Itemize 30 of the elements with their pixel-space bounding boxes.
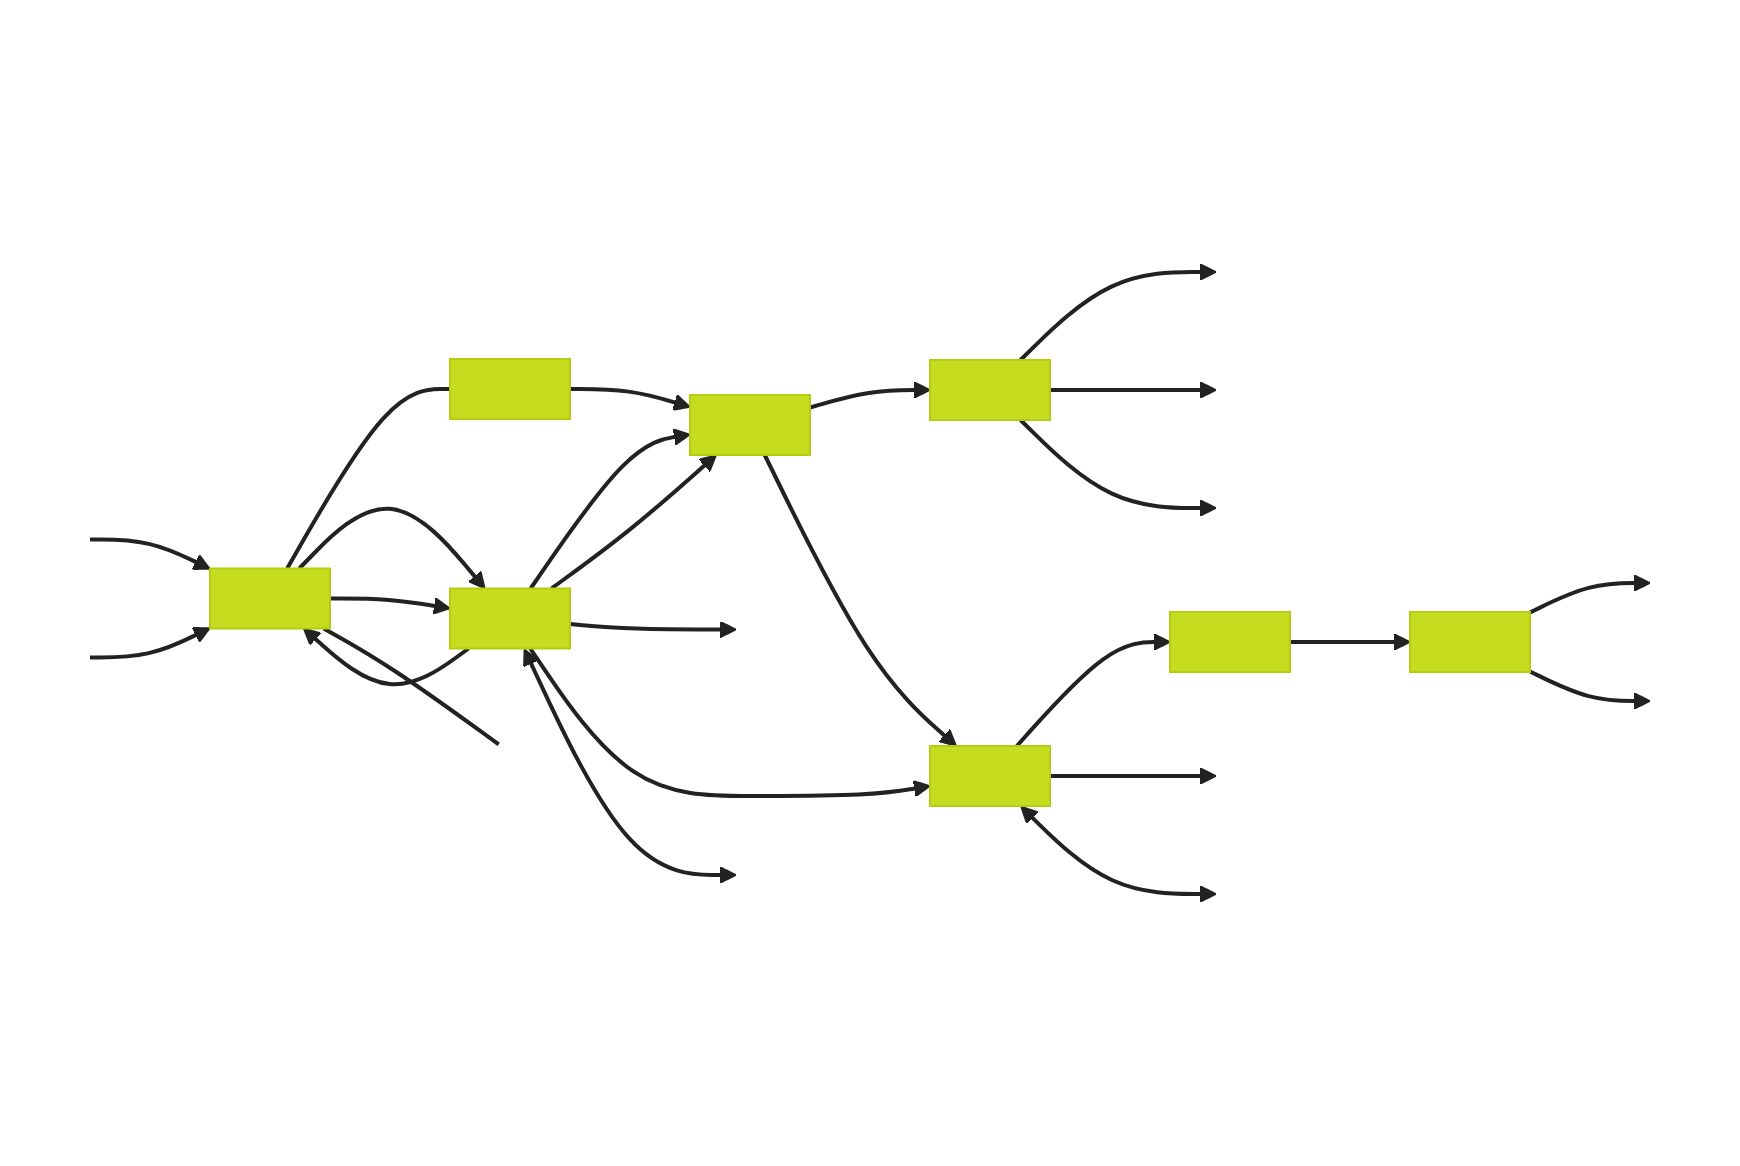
arrow [1529,574,1651,615]
process-box [929,359,1051,421]
arrow [569,620,737,639]
arrow [330,596,451,615]
arrow [570,387,691,411]
process-box [449,358,571,420]
arrow [523,648,737,884]
process-box [1409,611,1531,673]
arrow [1015,633,1171,748]
process-box [209,567,331,630]
arrow [1050,767,1217,785]
arrow [1529,669,1651,710]
arrow [1020,805,1217,903]
arrow [90,627,211,660]
arrow [528,647,931,798]
arrow [1019,418,1217,517]
arrow [1050,381,1217,399]
process-box [1169,611,1291,673]
arrow [550,454,717,591]
process-box [929,745,1051,807]
process-box [449,587,571,650]
arrow [302,627,470,687]
process-box [689,394,811,456]
arrow [297,506,486,590]
arrow [1290,633,1411,651]
arrow [1019,263,1217,362]
arrow [809,381,931,410]
arrow [762,454,957,747]
arrow [529,428,691,590]
arrow [90,537,211,570]
